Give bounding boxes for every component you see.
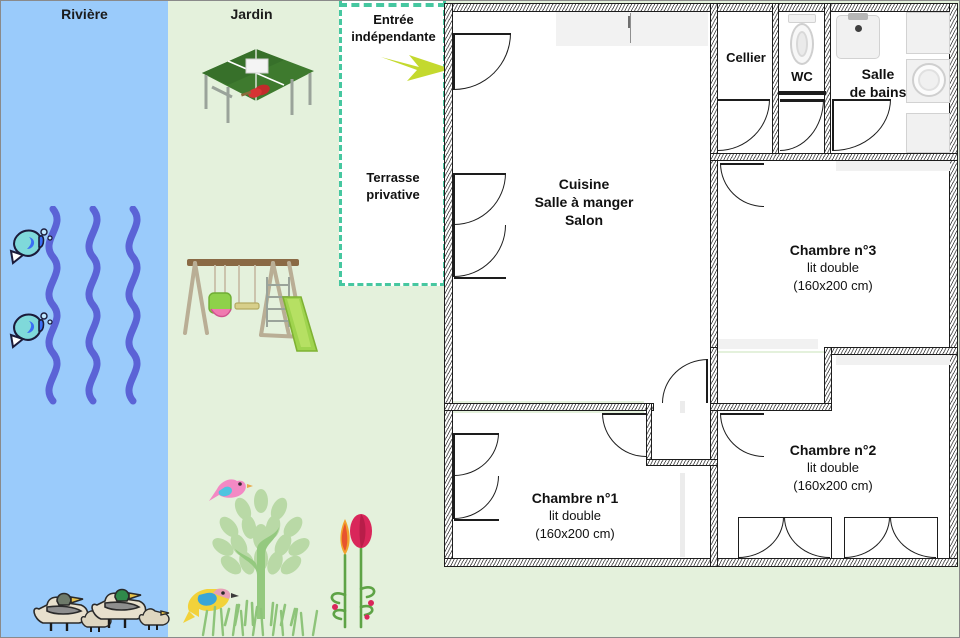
bathroom-title: Salle — [861, 66, 895, 82]
wall-hallway-left — [646, 403, 652, 465]
fish-icon — [9, 312, 53, 349]
room-label-bathroom: Salle de bains — [826, 65, 930, 101]
bedroom1-window-strip — [680, 473, 685, 557]
room-label-bedroom1: Chambre n°1 lit double (160x200 cm) — [480, 489, 670, 543]
bedroom2-title: Chambre n°2 — [789, 442, 877, 458]
bedroom3-sub2: (160x200 cm) — [793, 278, 873, 293]
bedroom2-sub2: (160x200 cm) — [793, 478, 873, 493]
bedroom2-top-strip — [836, 355, 950, 365]
living-sub1: Salle à manger — [534, 194, 634, 210]
door-head-bedroom1-upper — [454, 433, 499, 435]
wall-bedroom3-bedroom2-divider — [824, 347, 958, 355]
grass-icon — [201, 603, 319, 637]
terrace-label-line1: Terrasse — [366, 170, 420, 185]
room-label-living: Cuisine Salle à manger Salon — [504, 175, 664, 229]
bedroom3-title: Chambre n°3 — [789, 242, 877, 258]
room-label-wc: WC — [778, 68, 826, 86]
bedroom3-top-strip — [836, 161, 950, 171]
wall-bedroom2-top — [710, 403, 832, 411]
wall-bedroom-jog-vertical — [824, 347, 832, 411]
independent-entry-label: Entrée indépendante — [331, 11, 456, 45]
swing-set-icon — [183, 259, 319, 352]
bedroom1-title: Chambre n°1 — [531, 490, 619, 506]
house-floor-plan: Cuisine Salle à manger Salon Cellier WC … — [444, 3, 958, 567]
ping-pong-table-icon — [202, 49, 314, 123]
entry-label-line1: Entrée — [373, 12, 414, 27]
kitchen-counter-fixture — [556, 12, 708, 46]
garden-label: Jardin — [230, 6, 273, 22]
wall-utility-bottom — [710, 153, 958, 161]
wall-interior-vertical-spine-lower — [710, 347, 718, 567]
wall-exterior-bottom-left — [444, 558, 716, 567]
door-threshold-wc — [778, 91, 826, 95]
washing-machine-door-inner — [918, 69, 940, 91]
sink-drain-icon — [855, 25, 862, 32]
terrace-top-border — [339, 3, 446, 7]
door-head-bedroom1-lower — [454, 519, 499, 521]
sink-faucet-icon — [848, 13, 868, 20]
bathroom-sub1: de bains — [849, 84, 907, 100]
room-label-bedroom2: Chambre n°2 lit double (160x200 cm) — [738, 441, 928, 495]
wall-exterior-right — [949, 3, 958, 567]
terrace-label: Terrasse privative — [337, 169, 449, 203]
door-head-terrace-upper — [454, 173, 506, 175]
toilet-seat-inner — [796, 31, 808, 57]
door-head-bathroom — [833, 99, 891, 101]
kitchen-cabinet-divider — [630, 13, 631, 43]
bathtub-fixture — [906, 12, 950, 54]
bedroom1-sub1: lit double — [548, 508, 602, 523]
shower-tray-fixture — [906, 113, 950, 153]
living-sub2: Salon — [564, 212, 604, 228]
bedroom3-sub1: lit double — [806, 260, 860, 275]
river-waves-icon — [45, 206, 141, 405]
pink-bird-icon — [209, 479, 253, 501]
door-head-entry — [454, 33, 511, 35]
wall-exterior-left-upper — [444, 3, 453, 409]
entry-arrow-icon — [381, 55, 451, 81]
toilet-tank-fixture — [788, 14, 816, 23]
room-floor-hallway — [644, 401, 714, 465]
wall-exterior-left-lower — [444, 403, 453, 567]
river-label: Rivière — [61, 6, 108, 22]
kitchen-cabinet-handle — [628, 16, 630, 28]
wall-exterior-bottom-right — [712, 558, 958, 567]
bedroom3-bottom-strip — [718, 339, 818, 349]
room-label-bedroom3: Chambre n°3 lit double (160x200 cm) — [738, 241, 928, 295]
wall-hallway-bottom — [646, 459, 718, 466]
duck-family-icon — [33, 592, 112, 632]
terrace-label-line2: privative — [366, 187, 420, 202]
bedroom1-sub2: (160x200 cm) — [535, 526, 615, 541]
room-floor-living — [452, 11, 714, 401]
entry-label-line2: indépendante — [351, 29, 436, 44]
bedroom2-sub1: lit double — [806, 460, 860, 475]
wall-exterior-top — [444, 3, 958, 12]
room-label-cellier: Cellier — [716, 49, 776, 67]
living-title: Cuisine — [558, 176, 610, 192]
wc-title: WC — [791, 69, 813, 84]
door-head-terrace-lower — [454, 277, 506, 279]
blue-yellow-bird-icon — [183, 588, 239, 623]
wall-living-bedroom1-divider — [444, 403, 654, 411]
flowers-icon — [330, 514, 376, 629]
bedroom1-door-strip — [680, 401, 685, 413]
duck-family-icon — [91, 588, 170, 630]
fish-icon — [9, 228, 53, 265]
sink-fixture — [836, 15, 880, 59]
cellier-title: Cellier — [726, 50, 766, 65]
